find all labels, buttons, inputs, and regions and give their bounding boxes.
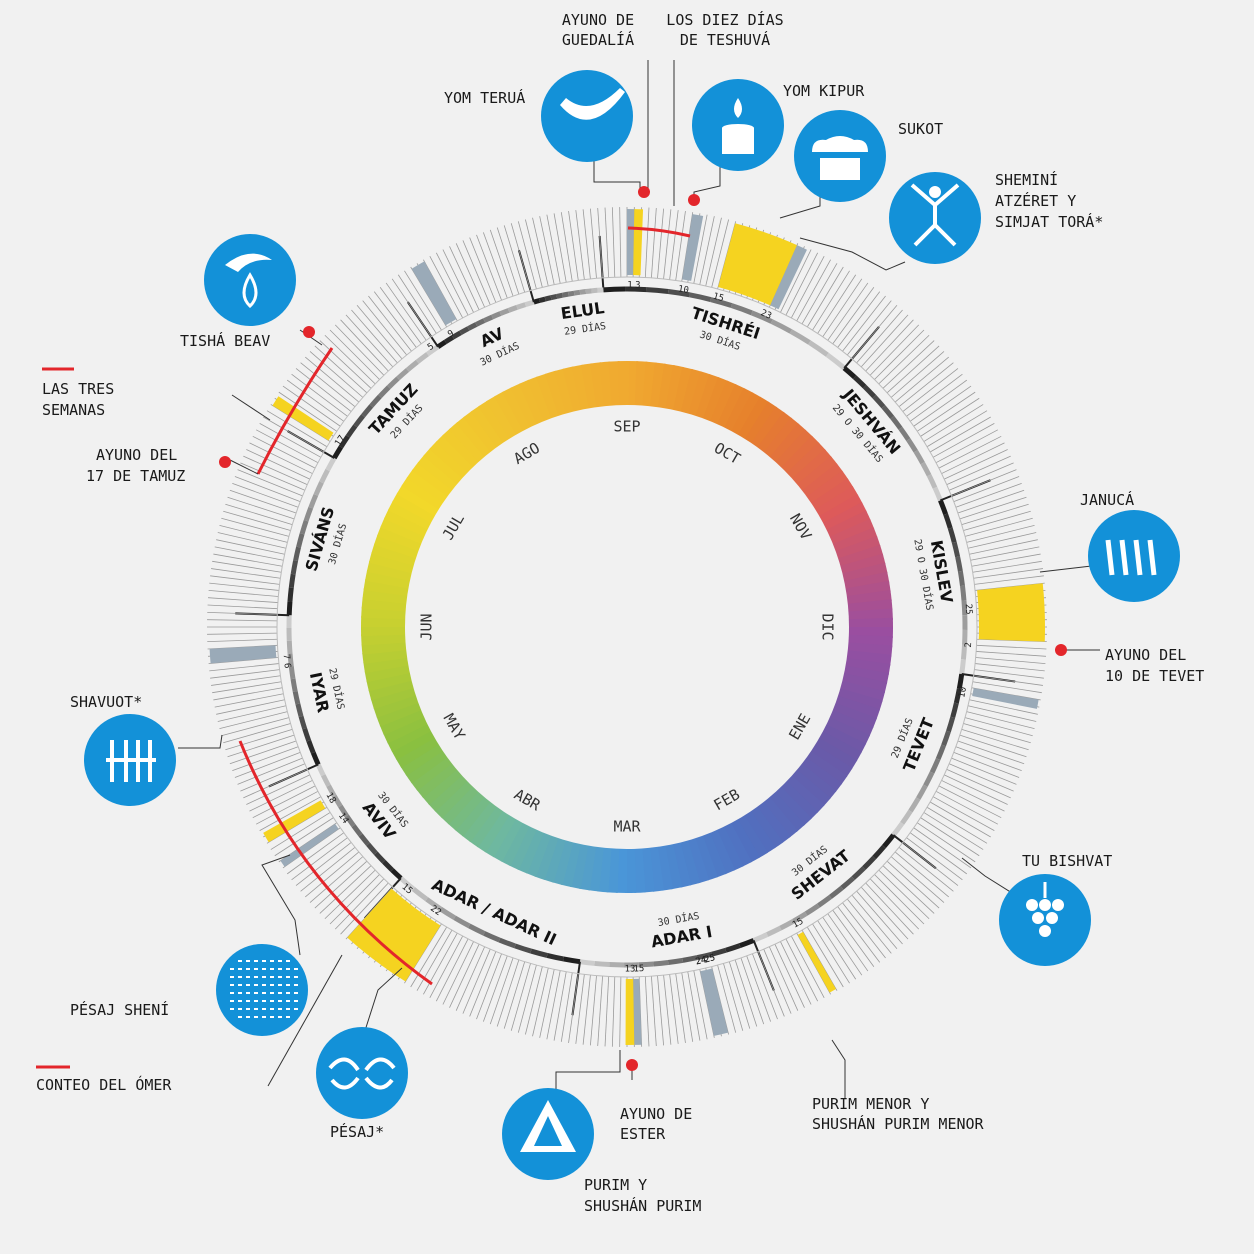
pesaj-block (347, 888, 441, 982)
three-weeks-arc (256, 347, 334, 475)
gregorian-month-label-mar: MAR (613, 818, 641, 836)
grapes-icon (999, 874, 1091, 966)
shofar-icon (541, 70, 633, 162)
shavuot-block (209, 645, 277, 664)
day-number: 17 (333, 434, 347, 449)
lag-baomer-block (263, 800, 326, 843)
ester-block (625, 978, 635, 1045)
tu-bishvat-block (797, 931, 836, 993)
tamuz-block (272, 396, 334, 441)
purim-block (633, 978, 642, 1045)
januca-block (977, 583, 1045, 642)
tablets-icon (84, 714, 176, 806)
hebrew-month-6: ADAR I30 DÍAS (649, 909, 713, 952)
day-number: 7 (281, 654, 291, 660)
gregorian-month-label-dic: DIC (819, 613, 837, 640)
tear-icon (204, 234, 296, 326)
pesaj-sheni-block (280, 823, 339, 867)
hebrew-month-arcs (235, 235, 1016, 1016)
rosh-hashana-yellow (633, 209, 644, 276)
tisha-beav-block (411, 261, 457, 326)
gregorian-color-wheel (361, 361, 893, 893)
omer-arc (238, 740, 433, 986)
day-number: 25 (703, 953, 716, 965)
day-number: 6 (281, 663, 292, 670)
hamantash-icon (502, 1088, 594, 1180)
day-number: 18 (323, 791, 337, 805)
yom-kipur-block (682, 214, 704, 281)
day-number: 3 (635, 281, 641, 291)
pesaj-label: PÉSAJ* (330, 1122, 384, 1141)
day-number: 25 (703, 953, 716, 965)
day-number: 25 (963, 603, 974, 614)
shemini-block (770, 245, 807, 310)
day-number: 15 (633, 964, 644, 974)
sukkah-icon (794, 110, 886, 202)
dotted-circle-icon (216, 944, 308, 1036)
dancer-icon (889, 172, 981, 264)
tevet-fast-block (972, 688, 1039, 709)
day-number: 24 (695, 955, 708, 967)
conteo-omer-label: CONTEO DEL ÓMER (36, 1075, 172, 1094)
tu-bishvat-label: TU BISHVAT (1022, 852, 1112, 870)
holiday-icons (84, 70, 1180, 1180)
day-number: 10 (677, 284, 689, 296)
day-number: 24 (695, 955, 708, 967)
sukot-label: SUKOT (898, 120, 943, 138)
shavuot-label: SHAVUOT* (70, 693, 142, 711)
day-number: 13 (625, 964, 636, 974)
day-number: 23 (759, 308, 773, 322)
svg-text:ELUL: ELUL (560, 298, 606, 323)
sukot-block (718, 223, 798, 306)
red-periods (238, 226, 691, 986)
day-number: 9 (446, 329, 456, 340)
red-dots (219, 186, 1067, 1071)
gregorian-month-label-jun: JUN (418, 613, 436, 640)
candle-icon (692, 79, 784, 171)
januca-label: JANUCÁ (1080, 490, 1134, 509)
day-number: 10 (957, 686, 969, 699)
day-number: 2 (964, 642, 974, 648)
ten-days-arc (627, 226, 691, 238)
day-number: 15 (791, 917, 805, 931)
day-number: 15 (712, 292, 725, 305)
tisha-beav-label: TISHÁ BEAV (180, 331, 270, 350)
yom-terua-label: YOM TERUÁ (444, 88, 525, 107)
broken-chain-icon (316, 1027, 408, 1119)
yom-kipur-label: YOM KIPUR (783, 82, 865, 100)
pesaj-sheni-label: PÉSAJ SHENÍ (70, 1000, 169, 1019)
day-number: 1 (627, 280, 633, 290)
holiday-day-blocks (209, 209, 1045, 1045)
menorah-flames-icon (1088, 510, 1180, 602)
purim-menor-block (700, 968, 729, 1036)
day-number: 5 (426, 342, 436, 353)
gregorian-month-label-sep: SEP (613, 418, 640, 436)
rosh-hashana-block (627, 209, 635, 276)
